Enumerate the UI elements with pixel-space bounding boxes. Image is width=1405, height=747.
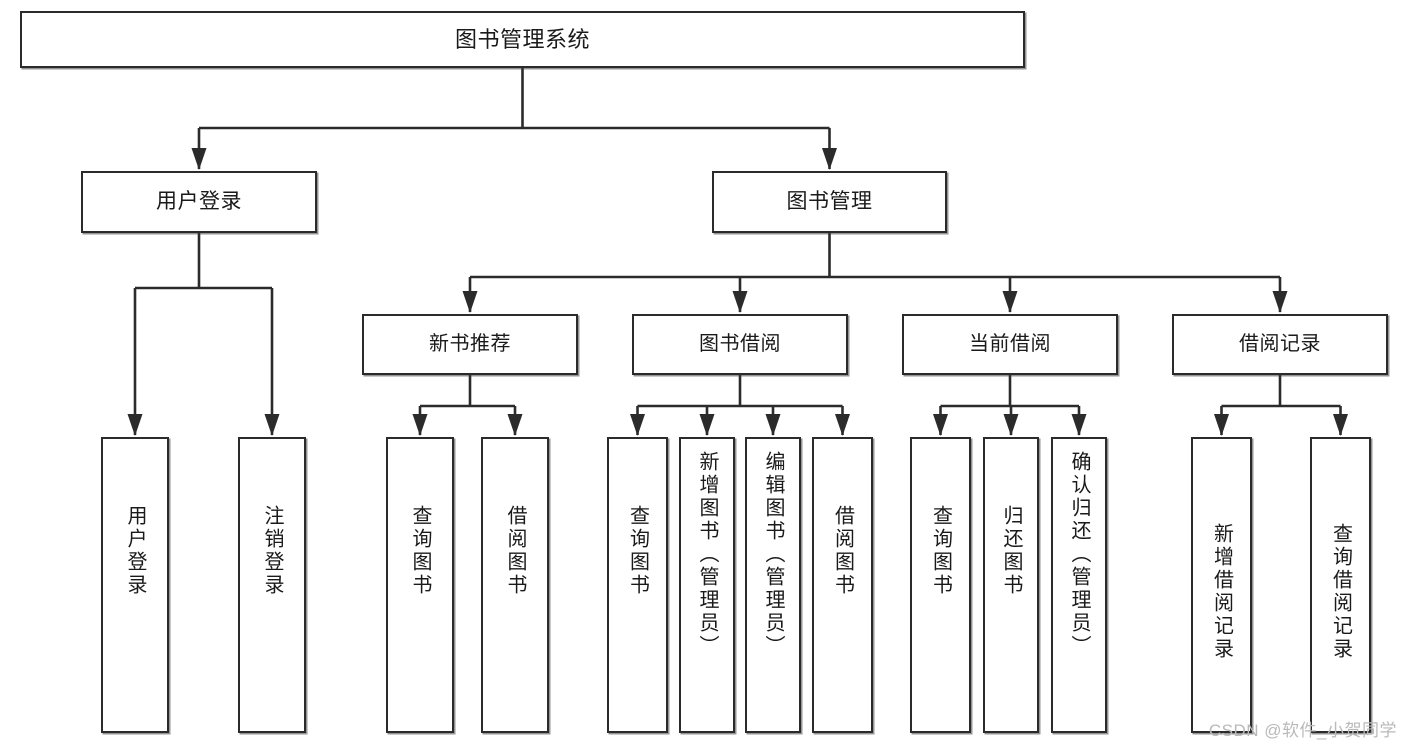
- node-leaf-addrec[interactable]: 新增借阅记录: [1191, 437, 1252, 733]
- node-label: 用户登录: [124, 505, 146, 597]
- node-leaf-b1[interactable]: 借阅图书: [481, 437, 549, 733]
- watermark-text: CSDN @软件_小贺同学: [1208, 721, 1397, 740]
- node-records[interactable]: 借阅记录: [1172, 314, 1388, 375]
- node-label: 查询图书: [929, 505, 952, 597]
- node-label: 用户登录: [156, 189, 242, 213]
- node-leaf-add[interactable]: 新增图书（管理员）: [679, 437, 735, 733]
- node-label: 归还图书: [1000, 505, 1022, 597]
- node-newbook[interactable]: 新书推荐: [362, 314, 578, 375]
- node-label: 图书管理系统: [454, 26, 590, 52]
- node-leaf-return[interactable]: 归还图书: [983, 437, 1039, 733]
- node-leaf-confirm[interactable]: 确认归还（管理员）: [1051, 437, 1107, 733]
- node-label: 图书借阅: [699, 332, 781, 355]
- node-label: 注销登录: [261, 505, 283, 597]
- node-label: 新书推荐: [429, 332, 511, 355]
- node-leaf-login[interactable]: 用户登录: [101, 437, 169, 733]
- node-bookmgmt[interactable]: 图书管理: [712, 171, 947, 233]
- node-leaf-q3[interactable]: 查询图书: [910, 437, 971, 733]
- node-label: 查询图书: [626, 505, 649, 597]
- node-login[interactable]: 用户登录: [81, 171, 317, 233]
- node-root[interactable]: 图书管理系统: [20, 11, 1025, 68]
- node-leaf-q1[interactable]: 查询图书: [386, 437, 454, 733]
- node-label: 查询图书: [409, 505, 431, 597]
- node-label: 确认归还（管理员）: [1068, 451, 1090, 658]
- node-label: 借阅图书: [831, 505, 854, 597]
- node-label: 当前借阅: [969, 332, 1051, 355]
- node-leaf-qrec[interactable]: 查询借阅记录: [1310, 437, 1371, 733]
- node-current[interactable]: 当前借阅: [902, 314, 1118, 375]
- node-leaf-edit[interactable]: 编辑图书（管理员）: [745, 437, 801, 733]
- node-label: 图书管理: [786, 189, 873, 213]
- node-leaf-q2[interactable]: 查询图书: [607, 437, 668, 733]
- node-label: 查询借阅记录: [1329, 523, 1352, 661]
- node-label: 新增图书（管理员）: [696, 451, 718, 658]
- node-label: 借阅图书: [504, 505, 526, 597]
- node-label: 编辑图书（管理员）: [762, 451, 784, 658]
- node-label: 借阅记录: [1239, 332, 1321, 355]
- node-label: 新增借阅记录: [1210, 523, 1233, 661]
- node-leaf-b2[interactable]: 借阅图书: [812, 437, 873, 733]
- node-leaf-logout[interactable]: 注销登录: [238, 437, 306, 733]
- node-borrow[interactable]: 图书借阅: [632, 314, 848, 375]
